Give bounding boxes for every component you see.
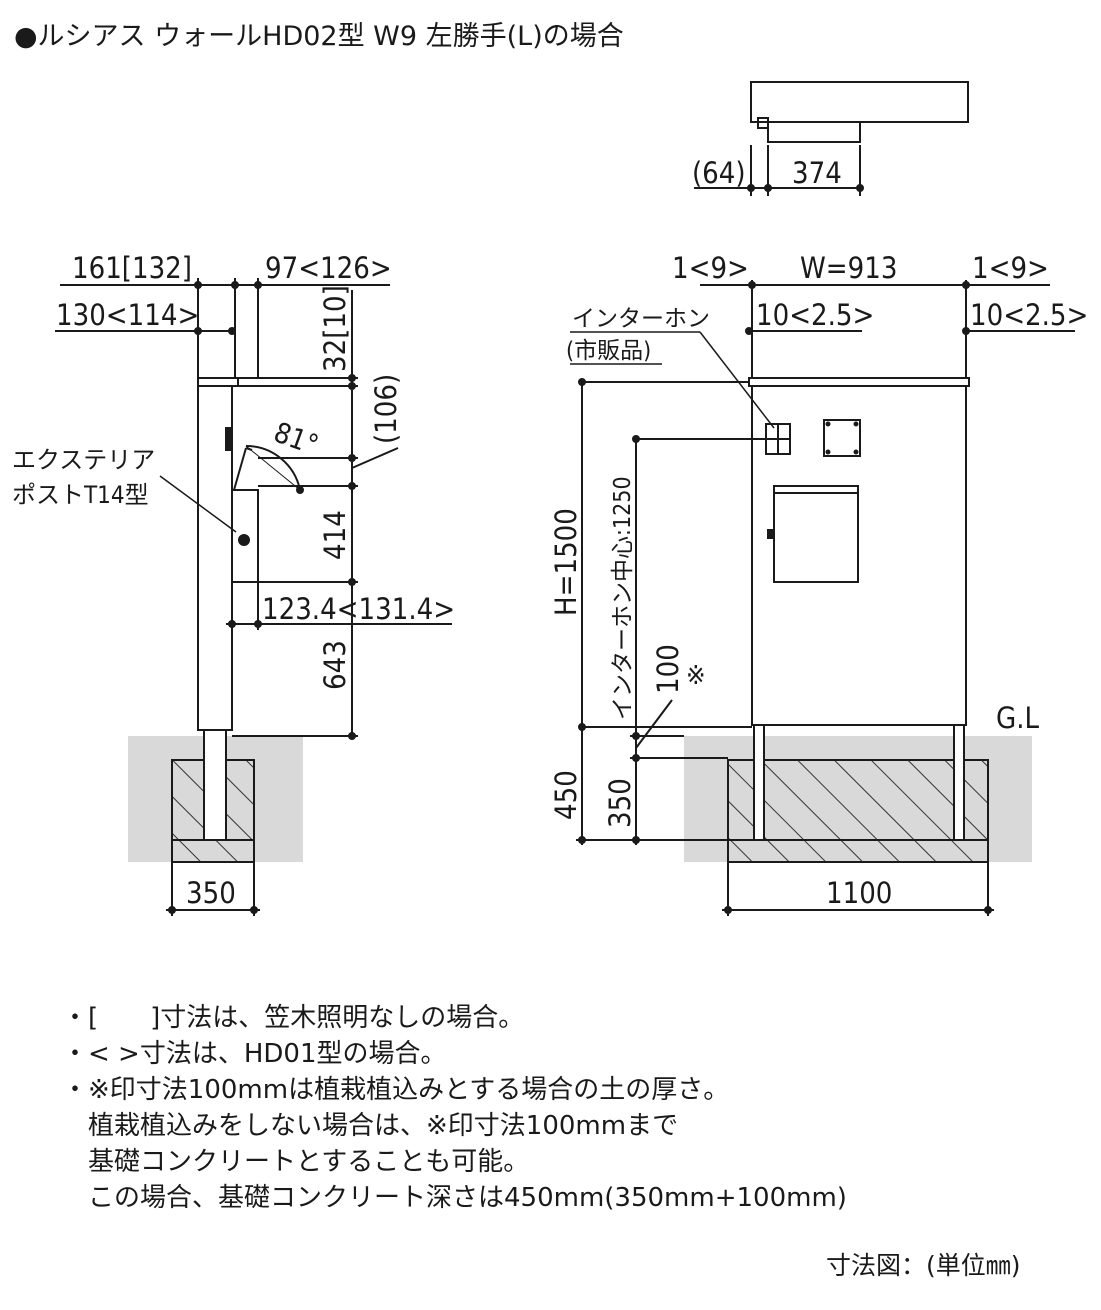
dim-front-1-left: 1<9>	[672, 251, 749, 285]
side-view	[55, 278, 452, 916]
dim-123: 123.4<131.4>	[262, 592, 455, 626]
front-plate	[823, 419, 861, 457]
dim-front-10-left: 10<2.5>	[756, 298, 874, 332]
front-leg-right	[953, 724, 965, 841]
diagram-title: ●ルシアス ウォールHD02型 W9 左勝手(L)の場合	[14, 21, 624, 52]
dim-front-w: W=913	[800, 251, 897, 285]
note-bracket: ・[ ]寸法は、笠木照明なしの場合。	[62, 1003, 525, 1033]
note-soil-2: 植栽植込みをしない場合は、※印寸法100mmまで	[88, 1111, 679, 1141]
side-cap	[197, 377, 239, 387]
top-view-hinge	[757, 117, 769, 129]
front-mailbox	[773, 485, 859, 583]
label-exterior: エクステリア	[12, 446, 155, 474]
label-post-t14: ポストT14型	[12, 481, 149, 509]
dim-106: (106)	[369, 374, 403, 444]
front-leg-left	[753, 724, 765, 841]
top-view-cap	[750, 81, 969, 123]
top-view-post-box	[767, 121, 861, 143]
dim-front-1-right: 1<9>	[972, 251, 1049, 285]
note-soil: ・※印寸法100mmは植栽植込みとする場合の土の厚さ。	[62, 1075, 730, 1105]
dim-161: 161[132]	[72, 251, 192, 285]
dim-32: 32[10]	[318, 285, 352, 372]
front-foundation	[727, 759, 989, 841]
side-post-leg	[203, 729, 227, 841]
label-intercom: インターホン	[572, 306, 710, 332]
dim-intercom-center: インターホン中心:1250	[610, 476, 636, 720]
note-soil-3: 基礎コンクリートとすることも可能。	[88, 1147, 530, 1177]
dim-front-h: H=1500	[549, 508, 583, 616]
front-cap	[748, 377, 970, 387]
dim-643: 643	[318, 640, 352, 690]
label-intercom-commercial: (市販品)	[566, 338, 651, 364]
note-soil-4: この場合、基礎コンクリート深さは450mm(350mm+100mm)	[88, 1183, 847, 1213]
front-view	[570, 280, 1075, 916]
mark-100: ※	[686, 661, 706, 691]
note-angle-bracket: ・< >寸法は、HD01型の場合。	[62, 1039, 447, 1069]
top-view	[694, 81, 969, 196]
dim-side-350: 350	[186, 876, 236, 910]
dim-130: 130<114>	[56, 298, 199, 332]
dim-front-350: 350	[603, 778, 637, 828]
dim-97: 97<126>	[265, 251, 392, 285]
dim-top-374: 374	[792, 156, 842, 190]
side-footing	[171, 839, 255, 863]
label-gl: G.L	[996, 701, 1040, 735]
dim-front-10-right: 10<2.5>	[970, 298, 1088, 332]
dim-front-1100: 1100	[826, 876, 892, 910]
notes: ・[ ]寸法は、笠木照明なしの場合。 ・< >寸法は、HD01型の場合。 ・※印…	[62, 1000, 847, 1216]
dim-414: 414	[318, 510, 352, 560]
dim-top-64: (64)	[692, 156, 746, 190]
dim-front-450: 450	[549, 770, 583, 820]
unit-label: 寸法図：(単位㎜)	[826, 1251, 1021, 1280]
dim-front-100: 100	[651, 644, 685, 694]
front-footing	[727, 839, 989, 863]
